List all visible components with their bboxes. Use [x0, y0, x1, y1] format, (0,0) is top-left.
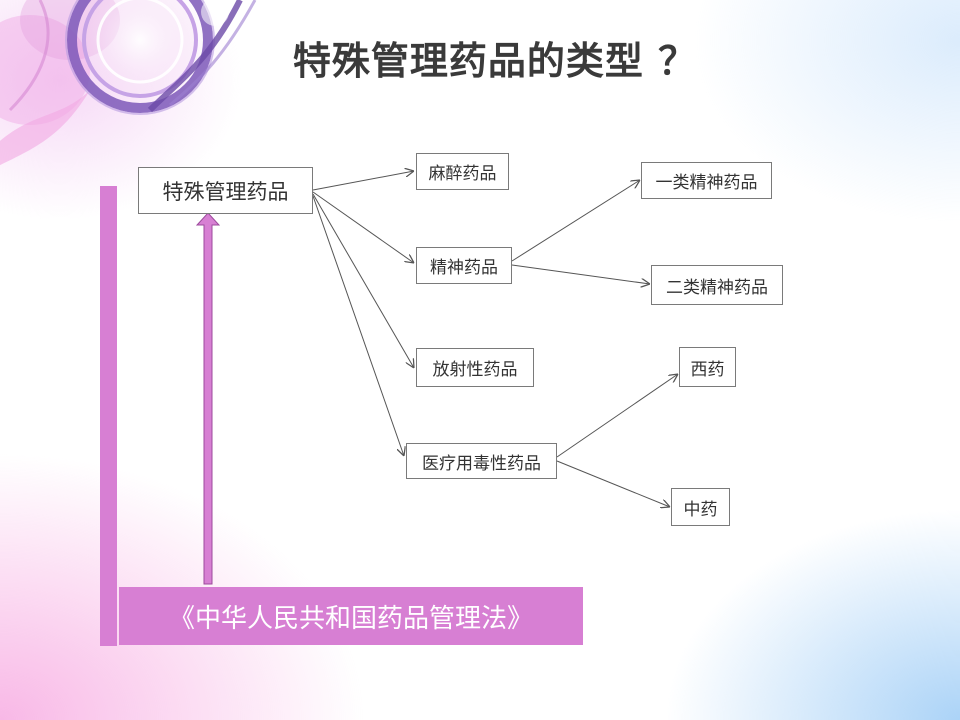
connector-root-psychotropic [312, 191, 414, 263]
node-psychotropic-drugs: 精神药品 [416, 247, 512, 284]
connector-toxic-western [556, 374, 678, 458]
slide-title: 特殊管理药品的类型 ？ [292, 39, 698, 83]
decorative-rings-graphic [0, 0, 257, 166]
connector-root-narcotic [312, 171, 414, 191]
connector-root-radioactive [312, 193, 414, 368]
law-reference-box: 《中华人民共和国药品管理法》 [119, 587, 583, 645]
node-radioactive-drugs: 放射性药品 [416, 348, 534, 387]
connector-psychotropic-class1 [511, 180, 640, 262]
node-psychotropic-class2: 二类精神药品 [651, 265, 783, 305]
node-narcotic-drugs: 麻醉药品 [416, 153, 509, 190]
node-chinese-medicine: 中药 [671, 488, 730, 526]
node-western-medicine: 西药 [679, 347, 736, 387]
connector-root-toxic [312, 195, 404, 456]
connector-psychotropic-class2 [511, 264, 650, 284]
node-psychotropic-class1: 一类精神药品 [641, 162, 772, 199]
left-accent-bar [100, 186, 117, 646]
connector-toxic-chinese [556, 460, 670, 507]
node-toxic-drugs: 医疗用毒性药品 [406, 443, 557, 479]
up-arrow-icon [196, 212, 220, 585]
node-special-drugs: 特殊管理药品 [138, 167, 313, 214]
